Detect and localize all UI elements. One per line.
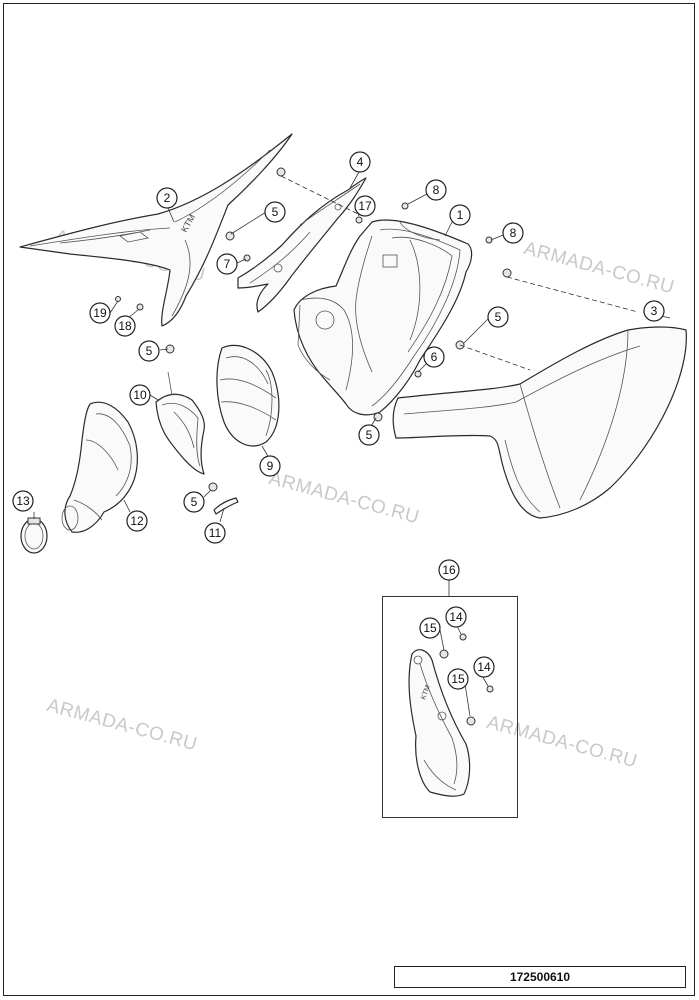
callout-8: 8 (425, 179, 447, 201)
clip (213, 497, 239, 515)
svg-text:12: 12 (130, 514, 144, 528)
callout-2: 2 (156, 187, 178, 209)
svg-text:19: 19 (93, 306, 107, 320)
svg-text:5: 5 (146, 344, 153, 358)
svg-text:2: 2 (164, 191, 171, 205)
callout-15: 15 (447, 668, 469, 690)
svg-text:14: 14 (449, 610, 463, 624)
svg-text:1: 1 (457, 208, 464, 222)
svg-text:4: 4 (357, 155, 364, 169)
intake-boot (61, 401, 138, 533)
callout-6: 6 (423, 346, 445, 368)
screw-icon (459, 633, 467, 641)
washer-icon (136, 303, 144, 311)
svg-text:8: 8 (510, 226, 517, 240)
svg-text:15: 15 (451, 672, 465, 686)
callout-7: 7 (216, 253, 238, 275)
cover-set-inset (382, 596, 518, 818)
svg-text:15: 15 (423, 621, 437, 635)
left-side-cover: KTM (19, 133, 293, 327)
screw-icon (243, 254, 251, 262)
grommet-icon (466, 716, 476, 726)
screw-icon (355, 216, 363, 224)
callout-18: 18 (114, 315, 136, 337)
callout-5: 5 (183, 491, 205, 513)
callout-5: 5 (487, 306, 509, 328)
callout-14: 14 (445, 606, 467, 628)
callout-12: 12 (126, 510, 148, 532)
svg-text:9: 9 (267, 459, 274, 473)
svg-text:18: 18 (118, 319, 132, 333)
svg-text:17: 17 (358, 199, 372, 213)
svg-text:16: 16 (442, 563, 456, 577)
callout-8: 8 (502, 222, 524, 244)
svg-text:5: 5 (495, 310, 502, 324)
filter-cage (155, 371, 205, 475)
support-bracket (237, 177, 367, 313)
callout-4: 4 (349, 151, 371, 173)
svg-text:6: 6 (431, 350, 438, 364)
screw-icon (401, 202, 409, 210)
callout-3: 3 (643, 300, 665, 322)
callout-5: 5 (138, 340, 160, 362)
svg-text:11: 11 (209, 526, 222, 540)
callout-9: 9 (259, 455, 281, 477)
callout-14: 14 (473, 656, 495, 678)
svg-text:5: 5 (366, 428, 373, 442)
svg-text:8: 8 (433, 183, 440, 197)
callout-5: 5 (264, 201, 286, 223)
grommet-icon (439, 649, 449, 659)
callout-13: 13 (12, 490, 34, 512)
screw-icon (414, 370, 422, 378)
drawing-frame (3, 3, 695, 996)
screw-icon (115, 296, 121, 302)
callout-16: 16 (438, 559, 460, 581)
filter-element (216, 344, 280, 447)
grommet-icon (502, 268, 512, 278)
airbox (293, 219, 473, 416)
cover-set: KTM (408, 649, 471, 797)
svg-text:KTM: KTM (420, 684, 432, 700)
callout-11: 11 (204, 522, 226, 544)
grommet-icon (225, 231, 235, 241)
right-side-cover (392, 326, 687, 519)
hose-clamp (20, 517, 48, 554)
svg-text:3: 3 (651, 304, 658, 318)
svg-text:5: 5 (272, 205, 279, 219)
grommet-icon (208, 482, 218, 492)
callout-15: 15 (419, 617, 441, 639)
fasteners (115, 167, 512, 726)
grommet-icon (373, 412, 383, 422)
svg-text:10: 10 (133, 388, 147, 402)
svg-text:7: 7 (224, 257, 231, 271)
svg-text:14: 14 (477, 660, 491, 674)
callout-19: 19 (89, 302, 111, 324)
document-number: 172500610 (394, 966, 686, 988)
svg-text:5: 5 (191, 495, 198, 509)
callout-17: 17 (354, 195, 376, 217)
callout-1: 1 (449, 204, 471, 226)
callout-5: 5 (358, 424, 380, 446)
screw-icon (486, 685, 494, 693)
callout-10: 10 (129, 384, 151, 406)
grommet-icon (276, 167, 286, 177)
svg-text:13: 13 (16, 494, 30, 508)
